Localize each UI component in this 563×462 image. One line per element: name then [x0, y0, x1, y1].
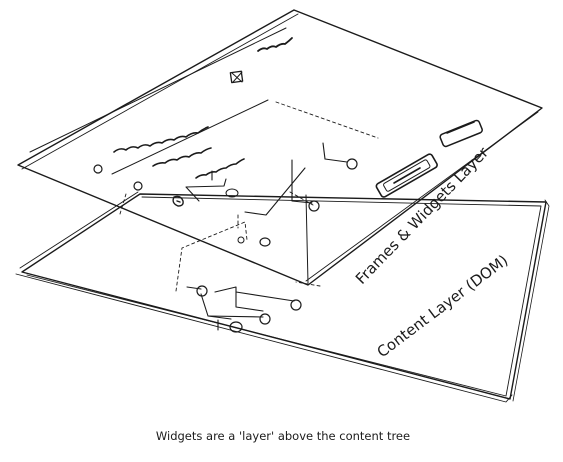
- content-node: [260, 314, 270, 324]
- widget-node: [238, 237, 244, 243]
- content-node: [197, 286, 207, 296]
- button-widget-upper: [439, 120, 483, 148]
- radio-widget: [94, 165, 102, 173]
- widget-node: [260, 238, 270, 246]
- toolbar-squiggle: [196, 159, 244, 178]
- frames-widgets-sheet: [18, 10, 542, 285]
- widget-node: [309, 201, 319, 211]
- toolbar-squiggle: [258, 38, 292, 51]
- radio-widget: [134, 182, 142, 190]
- content-layer-label: Content Layer (DOM): [374, 251, 512, 361]
- diagram-caption: Widgets are a 'layer' above the content …: [156, 429, 410, 443]
- widget-scribbles: [94, 38, 483, 206]
- toolbar-squiggle: [114, 127, 208, 152]
- content-node: [291, 300, 301, 310]
- widget-node: [347, 159, 357, 169]
- widget-tree: [186, 143, 347, 215]
- frames-widgets-layer-label: Frames & Widgets Layer: [352, 143, 493, 288]
